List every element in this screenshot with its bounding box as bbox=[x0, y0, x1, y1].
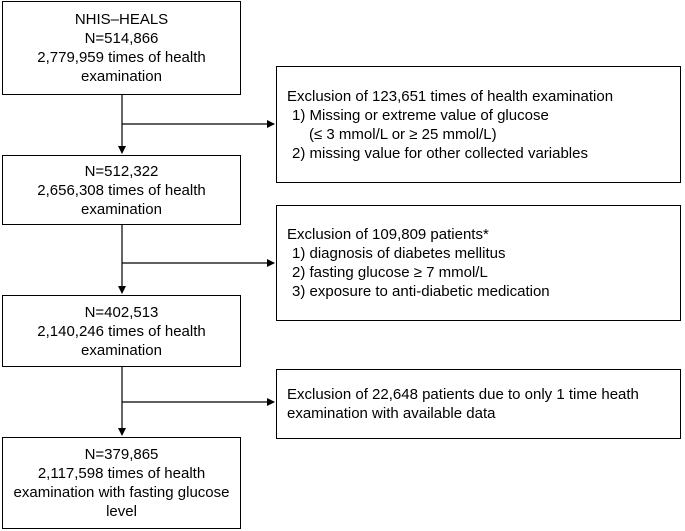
main-box-1-line-2: N=514,866 bbox=[84, 30, 159, 47]
main-box-4-line-4: level bbox=[106, 503, 137, 520]
exclusion-box-3-item-1: examination with available data bbox=[287, 405, 496, 422]
exclusion-box-1-item-3: 2) missing value for other collected var… bbox=[292, 144, 588, 162]
exclusion-box-1: Exclusion of 123,651 times of health exa… bbox=[276, 66, 681, 183]
main-box-3: N=402,513 2,140,246 times of health exam… bbox=[2, 295, 241, 367]
main-box-4-line-2: 2,117,598 times of health bbox=[37, 465, 206, 482]
exclusion-box-3-title: Exclusion of 22,648 patients due to only… bbox=[287, 386, 639, 403]
main-box-4-line-3: examination with fasting glucose bbox=[13, 484, 230, 501]
main-box-3-line-3: examination bbox=[81, 341, 162, 359]
main-box-1-line-3: 2,779,959 times of health bbox=[37, 49, 206, 66]
main-box-2-line-3: examination bbox=[81, 200, 162, 218]
exclusion-box-1-item-1: 1) Missing or extreme value of glucose bbox=[292, 106, 549, 124]
main-box-4: N=379,865 2,117,598 times of health exam… bbox=[2, 437, 241, 529]
exclusion-box-2-item-2: 2) fasting glucose ≥ 7 mmol/L bbox=[292, 264, 488, 281]
main-box-1: NHIS–HEALS N=514,866 2,779,959 times of … bbox=[2, 1, 241, 95]
exclusion-box-2-item-1: 1) diagnosis of diabetes mellitus bbox=[292, 245, 506, 262]
main-box-2-line-1: N=512,322 bbox=[84, 162, 159, 180]
main-box-1-line-1: NHIS–HEALS bbox=[74, 11, 169, 28]
main-box-2: N=512,322 2,656,308 times of health exam… bbox=[2, 155, 241, 225]
main-box-4-line-1: N=379,865 bbox=[84, 446, 159, 463]
main-box-2-line-2: 2,656,308 times of health bbox=[37, 181, 206, 199]
main-box-1-line-4: examination bbox=[81, 68, 162, 85]
exclusion-box-1-item-2: (≤ 3 mmol/L or ≥ 25 mmol/L) bbox=[309, 125, 497, 143]
exclusion-box-3: Exclusion of 22,648 patients due to only… bbox=[276, 369, 681, 439]
exclusion-box-1-title: Exclusion of 123,651 times of health exa… bbox=[287, 87, 614, 105]
main-box-3-line-2: 2,140,246 times of health bbox=[37, 322, 206, 340]
exclusion-box-2-title: Exclusion of 109,809 patients* bbox=[287, 226, 489, 243]
exclusion-box-2: Exclusion of 109,809 patients* 1) diagno… bbox=[276, 205, 681, 321]
main-box-3-line-1: N=402,513 bbox=[84, 303, 159, 321]
exclusion-box-2-item-3: 3) exposure to anti-diabetic medication bbox=[292, 283, 550, 300]
